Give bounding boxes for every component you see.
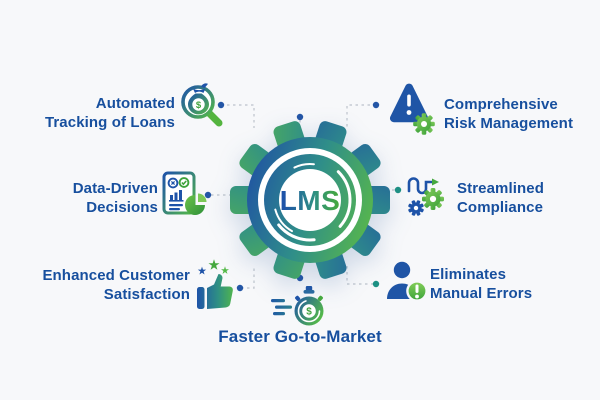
star-glyph <box>197 266 207 275</box>
risk-alert-gear-icon <box>389 83 435 135</box>
connector-dot <box>204 191 212 199</box>
compliance-gear-small <box>408 200 424 216</box>
compliance-gear-large <box>422 188 444 210</box>
speed-stopwatch-icon: $ <box>271 286 324 326</box>
pie-chart-glyph <box>185 193 207 215</box>
loan-search-icon: $ <box>181 83 223 127</box>
connector-dot <box>296 113 304 121</box>
feature-label-go-to-market: Faster Go-to-Market <box>218 327 382 346</box>
star-glyph <box>221 266 229 274</box>
svg-text:$: $ <box>306 306 312 317</box>
speed-line <box>271 299 285 303</box>
feature-label-data-driven: Data-Driven Decisions <box>72 180 158 216</box>
feature-label-compliance: Streamlined Compliance <box>457 180 544 216</box>
user-alert-icon <box>387 261 428 302</box>
lms-label: LMS <box>280 185 341 216</box>
gear-icon: LMS <box>230 121 390 279</box>
connector-dots <box>204 101 402 292</box>
star-glyph <box>208 259 220 270</box>
gear-arc-accent <box>268 158 352 242</box>
connector-top-left <box>221 104 255 128</box>
connector-dot <box>394 186 402 194</box>
speed-line <box>273 312 285 316</box>
feature-label-automated-tracking: Automated Tracking of Loans <box>44 95 175 131</box>
feature-label-satisfaction: Enhanced Customer Satisfaction <box>42 267 190 303</box>
connector-dot <box>372 101 380 109</box>
svg-text:$: $ <box>196 100 202 111</box>
gear-arc-accent <box>273 163 347 237</box>
connector-bottom-left <box>241 266 255 289</box>
thumbs-up-stars-icon <box>197 259 233 309</box>
gear-center <box>279 169 341 231</box>
analytics-report-icon <box>162 171 207 215</box>
speed-line <box>275 305 292 309</box>
connector-dot <box>217 101 225 109</box>
feature-label-risk-management: Comprehensive Risk Management <box>444 96 574 132</box>
connector-bottom-right <box>346 266 373 285</box>
feature-label-manual-errors: Eliminates Manual Errors <box>430 266 533 302</box>
process-gears-icon <box>407 177 444 216</box>
connector-dot <box>236 284 244 292</box>
connector-top-right <box>346 104 376 128</box>
stopwatch-body: $ <box>294 286 324 326</box>
risk-gear <box>413 113 435 135</box>
connector-dot <box>372 280 380 288</box>
